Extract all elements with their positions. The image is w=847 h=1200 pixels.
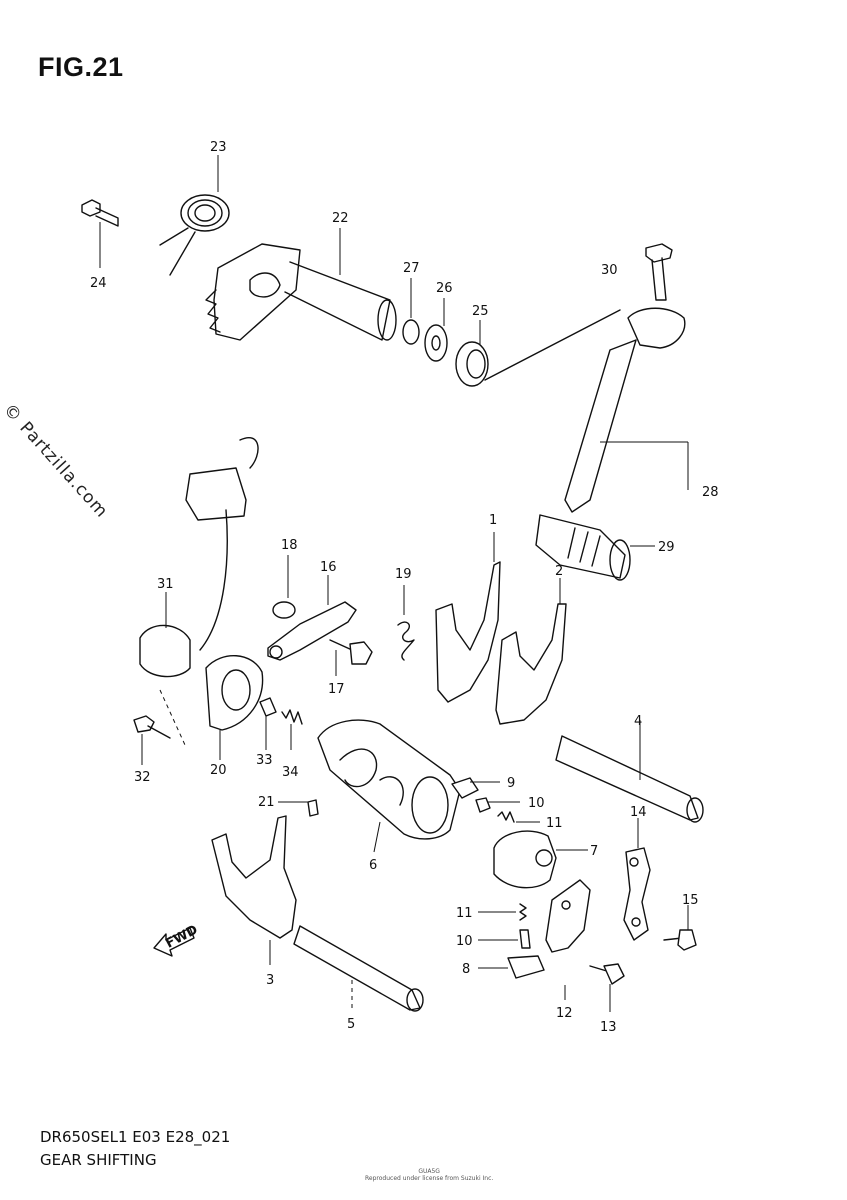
- part-3-shift-fork[interactable]: [211, 815, 297, 965]
- callout-7: 7: [590, 844, 598, 859]
- callout-1: 1: [489, 513, 497, 528]
- callout-33: 33: [256, 753, 273, 768]
- part-11-spring-lower[interactable]: [478, 903, 527, 921]
- callout-11a: 11: [546, 816, 563, 831]
- part-27-circlip[interactable]: [402, 278, 420, 345]
- part-15-screw[interactable]: [663, 905, 697, 951]
- callout-30: 30: [601, 263, 618, 278]
- callout-10b: 10: [456, 934, 473, 949]
- callout-20: 20: [210, 763, 227, 778]
- part-21-pin[interactable]: [278, 799, 319, 817]
- callout-14: 14: [630, 805, 647, 820]
- part-11-spring[interactable]: [497, 811, 540, 823]
- callout-11b: 11: [456, 906, 473, 921]
- part-19-spring[interactable]: [397, 585, 415, 661]
- callout-17: 17: [328, 682, 345, 697]
- part-26-washer[interactable]: [424, 298, 448, 362]
- callout-16: 16: [320, 560, 337, 575]
- callout-25: 25: [472, 304, 489, 319]
- part-23-spring[interactable]: [159, 155, 230, 276]
- part-12-stopper-plate[interactable]: [545, 879, 591, 1000]
- part-16-stopper-arm[interactable]: [267, 575, 357, 661]
- fwd-arrow-icon: FWD: [153, 922, 201, 957]
- callout-12: 12: [556, 1006, 573, 1021]
- callout-22: 22: [332, 211, 349, 226]
- part-2-shift-fork[interactable]: [495, 578, 567, 725]
- part-5-fork-shaft[interactable]: [293, 925, 424, 1012]
- part-33-pin[interactable]: [259, 697, 277, 750]
- part-18-washer[interactable]: [272, 555, 296, 619]
- part-13-screw[interactable]: [589, 963, 625, 1012]
- fine-print: GUA5G Reproduced under license from Suzu…: [365, 1168, 493, 1182]
- part-34-spring[interactable]: [281, 709, 303, 750]
- callout-19: 19: [395, 567, 412, 582]
- callout-5: 5: [347, 1017, 355, 1032]
- footer-diagram-code: DR650SEL1 E03 E28_021: [40, 1128, 231, 1146]
- callout-6: 6: [369, 858, 377, 873]
- fine-print-code: GUA5G: [418, 1168, 440, 1175]
- callout-29: 29: [658, 540, 675, 555]
- callout-23: 23: [210, 140, 227, 155]
- part-22-shift-shaft[interactable]: [205, 228, 397, 341]
- callout-15: 15: [682, 893, 699, 908]
- callout-18: 18: [281, 538, 298, 553]
- callout-labels: 23 24 22 27 26 25 30 28 29 1 2 18 16 19 …: [90, 140, 719, 1035]
- part-25-oil-seal[interactable]: [455, 320, 489, 387]
- callout-8: 8: [462, 962, 470, 977]
- callout-28: 28: [702, 485, 719, 500]
- callout-4: 4: [634, 714, 642, 729]
- callout-31: 31: [157, 577, 174, 592]
- part-24-bolt[interactable]: [81, 199, 119, 268]
- callout-10a: 10: [528, 796, 545, 811]
- part-31-gear-position-sensor[interactable]: [139, 437, 259, 678]
- callout-9: 9: [507, 776, 515, 791]
- callout-13: 13: [600, 1020, 617, 1035]
- part-14-plate[interactable]: [623, 818, 651, 941]
- callout-3: 3: [266, 973, 274, 988]
- part-1-shift-fork[interactable]: [435, 532, 501, 703]
- part-6-shift-cam[interactable]: [317, 719, 461, 853]
- part-17-bolt[interactable]: [329, 639, 373, 676]
- figure-title: FIG.21: [38, 52, 124, 82]
- callout-21: 21: [258, 795, 275, 810]
- part-7-cam-gear[interactable]: [493, 830, 588, 889]
- part-4-fork-shaft[interactable]: [555, 720, 704, 823]
- part-32-bolt[interactable]: [133, 689, 186, 765]
- callout-27: 27: [403, 261, 420, 276]
- part-29-shift-rubber[interactable]: [535, 514, 655, 581]
- fwd-label: FWD: [163, 922, 200, 951]
- callout-32: 32: [134, 770, 151, 785]
- part-28-shift-lever[interactable]: [484, 307, 689, 513]
- part-30-bolt[interactable]: [645, 243, 673, 301]
- footer-diagram-name: GEAR SHIFTING: [40, 1151, 157, 1169]
- callout-26: 26: [436, 281, 453, 296]
- callout-34: 34: [282, 765, 299, 780]
- part-10-pin-lower[interactable]: [478, 929, 531, 949]
- part-8-pawl[interactable]: [478, 955, 545, 979]
- part-9-cam-pin[interactable]: [451, 777, 500, 799]
- callout-24: 24: [90, 276, 107, 291]
- callout-2: 2: [555, 564, 563, 579]
- fine-print-license: Reproduced under license from Suzuki Inc…: [365, 1175, 494, 1182]
- part-10-cam-pin[interactable]: [475, 797, 520, 813]
- part-20-shift-cam-guide[interactable]: [205, 654, 264, 760]
